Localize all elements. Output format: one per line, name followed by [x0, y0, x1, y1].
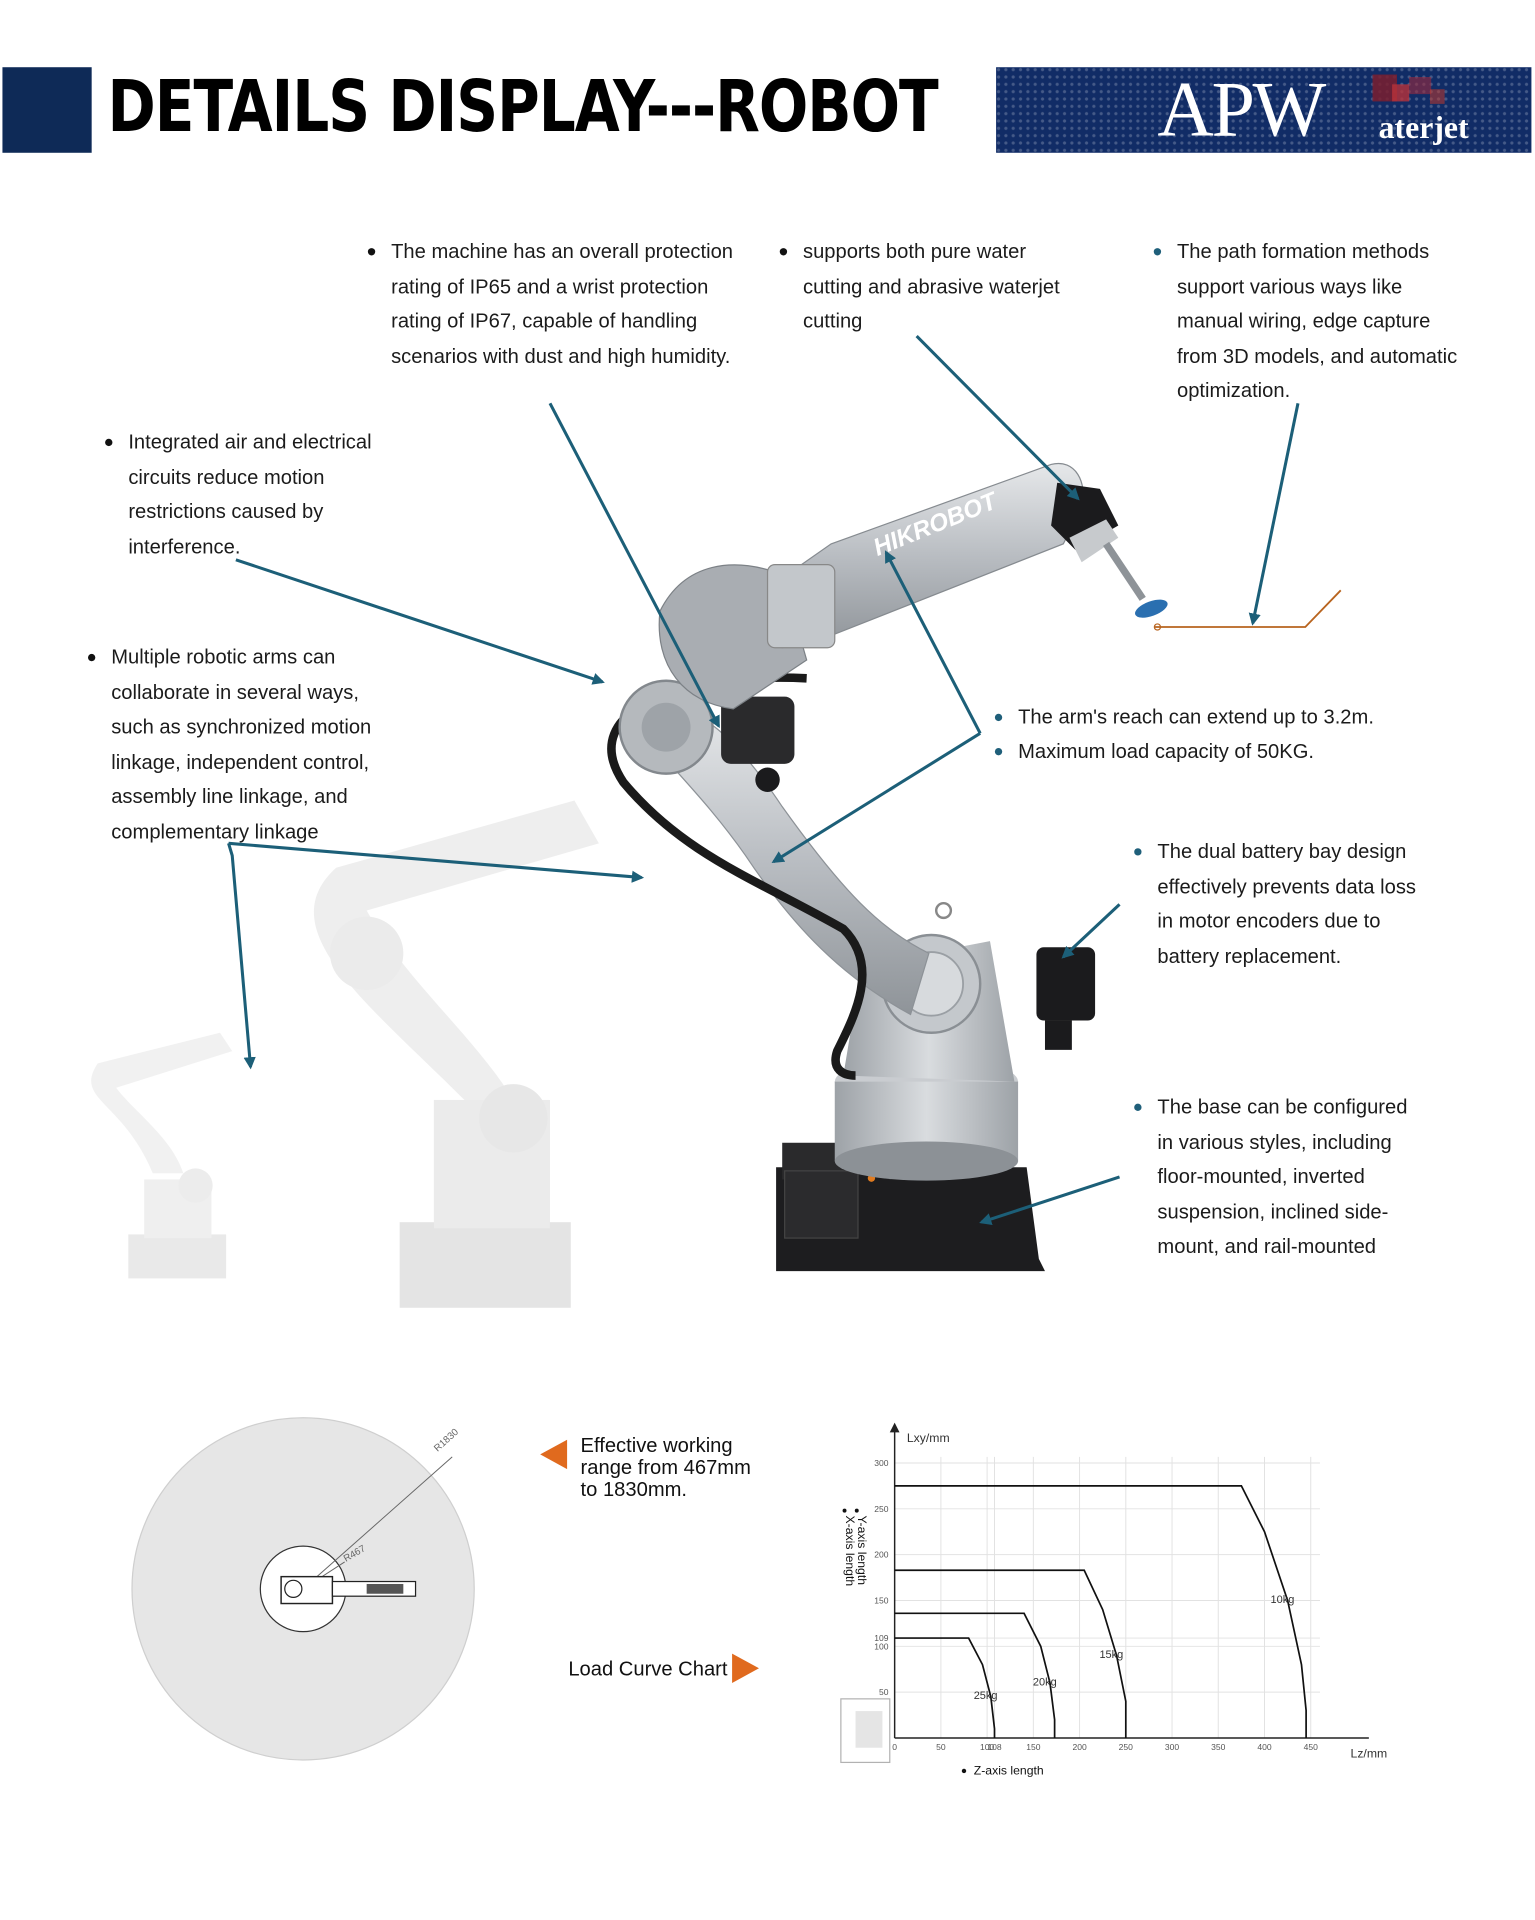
y-axis-arrow	[889, 1422, 900, 1433]
series-line	[894, 1637, 996, 1738]
y-tick-label: 200	[874, 1550, 889, 1560]
robot-side-view-icon	[840, 1698, 891, 1764]
robot-top-view-icon	[280, 1575, 417, 1605]
series-line	[894, 1485, 1307, 1738]
note-collaborate-text: Multiple robotic arms can collaborate in…	[111, 646, 372, 843]
series-label: 10kg	[1271, 1594, 1295, 1606]
x-tick-label: 150	[1026, 1742, 1041, 1752]
series-label: 25kg	[974, 1690, 998, 1702]
ghost-robot-medium	[313, 800, 599, 1308]
note-cutting: supports both pure water cutting and abr…	[779, 235, 1066, 339]
x-tick-label: 400	[1257, 1742, 1272, 1752]
y-axis-label: Lxy/mm	[907, 1431, 950, 1445]
triangle-left-icon	[540, 1439, 568, 1470]
x-tick-label: 300	[1165, 1742, 1180, 1752]
legend-bullet	[842, 1508, 847, 1513]
page-title: DETAILS DISPLAY---ROBOT	[107, 64, 939, 148]
legend-z-axis: Z-axis length	[974, 1764, 1044, 1778]
bullet-icon	[779, 248, 788, 256]
brand-logo: APW aterjet	[996, 67, 1532, 153]
y-tick-label: 300	[874, 1458, 889, 1468]
note-path-text: The path formation methods support vario…	[1176, 240, 1458, 403]
bullet-icon	[994, 713, 1003, 722]
x-tick-label: 100	[980, 1742, 995, 1752]
ghost-robot-small	[91, 1032, 233, 1279]
brand-name: APW	[1157, 67, 1326, 153]
x-tick-label: 0	[892, 1742, 897, 1752]
bullet-icon	[994, 747, 1003, 756]
y-tick-label: 50	[879, 1687, 889, 1697]
x-tick-label: 350	[1211, 1742, 1226, 1752]
note-base: The base can be configured in various st…	[1134, 1090, 1414, 1264]
y-tick-label: 250	[874, 1504, 889, 1514]
bullet-icon	[1153, 248, 1162, 256]
note-circuits-text: Integrated air and electrical circuits r…	[128, 431, 372, 558]
y-tick-label: 100	[874, 1641, 889, 1651]
series-label: 20kg	[1033, 1676, 1057, 1688]
note-protection: The machine has an overall protection ra…	[367, 235, 739, 374]
note-battery: The dual battery bay design effectively …	[1134, 835, 1420, 974]
x-tick-label: 200	[1072, 1742, 1087, 1752]
triangle-right-icon	[732, 1653, 759, 1683]
bullet-icon	[105, 438, 113, 447]
x-tick-label: 50	[936, 1742, 946, 1752]
bullet-icon	[1134, 848, 1142, 856]
brand-sub: aterjet	[1378, 109, 1469, 146]
bullet-icon	[87, 653, 96, 662]
legend-bullet	[961, 1768, 967, 1774]
note-protection-text: The machine has an overall protection ra…	[391, 240, 734, 368]
outer-radius-label: R1830	[432, 1426, 461, 1454]
load-curve-caption: Load Curve Chart	[568, 1658, 728, 1681]
series-line	[894, 1612, 1056, 1738]
working-range-diagram: R1830 R467	[131, 1417, 475, 1761]
y-tick-label: 150	[874, 1596, 889, 1606]
note-path: The path formation methods support vario…	[1153, 235, 1464, 409]
header-accent-block	[2, 67, 92, 153]
note-load: Maximum load capacity of 50KG.	[994, 735, 1421, 770]
legend-xy-axis: Y-axis length	[855, 1516, 869, 1586]
note-load-text: Maximum load capacity of 50KG.	[1018, 740, 1314, 763]
x-tick-label: 450	[1304, 1742, 1319, 1752]
y-tick-label: 109	[874, 1633, 889, 1643]
note-reach-text: The arm's reach can extend up to 3.2m.	[1018, 706, 1374, 729]
note-collaborate: Multiple robotic arms can collaborate in…	[87, 640, 374, 849]
legend-xy-axis: X-axis length	[843, 1516, 857, 1587]
note-reach: The arm's reach can extend up to 3.2m.	[994, 700, 1421, 735]
x-tick-label: 250	[1119, 1742, 1134, 1752]
bullet-icon	[1134, 1103, 1142, 1111]
note-base-text: The base can be configured in various st…	[1157, 1096, 1408, 1258]
series-label: 15kg	[1099, 1649, 1123, 1661]
working-range-caption: Effective working range from 467mm to 18…	[580, 1434, 751, 1501]
series-line	[894, 1569, 1127, 1738]
bullet-icon	[367, 248, 376, 256]
legend-bullet	[854, 1508, 859, 1513]
callout-lines	[227, 335, 1300, 1225]
note-battery-text: The dual battery bay design effectively …	[1157, 840, 1416, 968]
x-axis-label: Lz/mm	[1351, 1747, 1388, 1761]
robot-illustration: HIKROBOT	[91, 335, 1342, 1308]
x-tick-label: 108	[987, 1742, 1002, 1752]
note-circuits: Integrated air and electrical circuits r…	[105, 425, 372, 564]
note-cutting-text: supports both pure water cutting and abr…	[802, 240, 1060, 333]
